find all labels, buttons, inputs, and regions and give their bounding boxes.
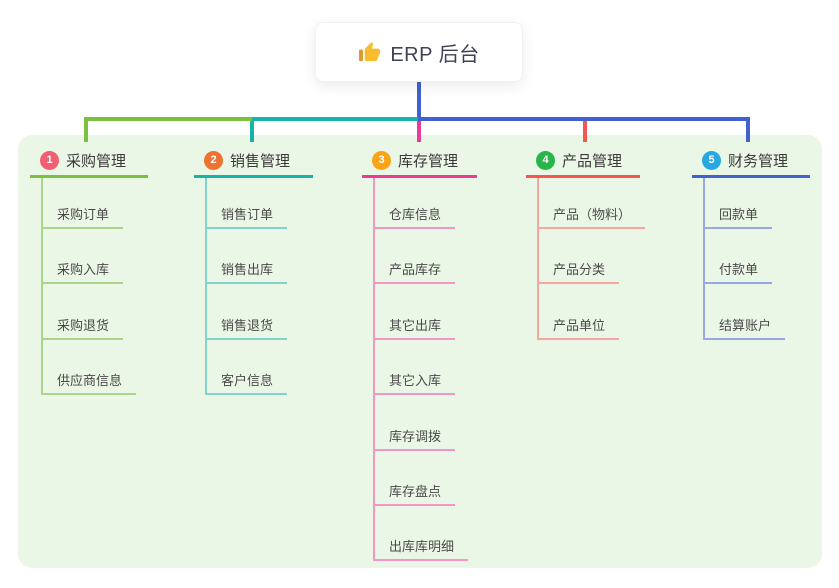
node-item[interactable]: 其它出库 [373,318,456,340]
connector-drop-finance [746,117,750,142]
node-item[interactable]: 付款单 [703,262,773,284]
root-node-label: ERP 后台 [390,43,480,66]
branch-purchase: 1 采购管理 采购订单 采购入库 采购退货 供应商信息 [30,146,148,395]
node-item[interactable]: 销售出库 [205,262,288,284]
branch-label: 销售管理 [230,153,291,170]
connector-bus-green [84,117,252,121]
node-item[interactable]: 其它入库 [373,373,456,395]
node-item[interactable]: 销售退货 [205,318,288,340]
root-node[interactable]: ERP 后台 [315,22,523,82]
branch-connector-line [537,178,539,340]
node-item[interactable]: 采购入库 [41,262,124,284]
connector-drop-inventory [417,121,421,142]
branch-connector-line [703,178,705,340]
branch-badge: 5 [702,151,721,170]
connector-drop-purchase [84,117,88,142]
branch-inventory: 3 库存管理 仓库信息 产品库存 其它出库 其它入库 库存调拨 库存盘点 出库库… [362,146,477,561]
node-item[interactable]: 供应商信息 [41,373,137,395]
connector-bus-teal [252,117,418,121]
branch-connector-line [373,178,375,561]
node-item[interactable]: 结算账户 [703,318,786,340]
node-item[interactable]: 库存盘点 [373,484,456,506]
connector-trunk [417,82,421,117]
connector-bus-blue [418,117,750,121]
node-item[interactable]: 出库库明细 [373,539,469,561]
node-item[interactable]: 产品单位 [537,318,620,340]
branch-finance: 5 财务管理 回款单 付款单 结算账户 [692,146,810,340]
branch-label: 财务管理 [728,153,789,170]
branch-label: 库存管理 [398,153,459,170]
connector-drop-sales [250,121,254,142]
branch-sales: 2 销售管理 销售订单 销售出库 销售退货 客户信息 [194,146,313,395]
branch-header-product[interactable]: 4 产品管理 [526,146,640,178]
branch-connector-line [205,178,207,395]
node-item[interactable]: 仓库信息 [373,207,456,229]
node-item[interactable]: 客户信息 [205,373,288,395]
branch-header-inventory[interactable]: 3 库存管理 [362,146,477,178]
branch-label: 采购管理 [66,153,127,170]
branch-header-sales[interactable]: 2 销售管理 [194,146,313,178]
branch-connector-line [41,178,43,395]
thumbs-up-icon [358,41,381,64]
node-item[interactable]: 销售订单 [205,207,288,229]
node-item[interactable]: 产品库存 [373,262,456,284]
node-item[interactable]: 采购退货 [41,318,124,340]
branch-header-purchase[interactable]: 1 采购管理 [30,146,148,178]
branch-header-finance[interactable]: 5 财务管理 [692,146,810,178]
branches-panel [18,135,822,568]
branch-badge: 2 [204,151,223,170]
node-item[interactable]: 库存调拨 [373,429,456,451]
node-item[interactable]: 产品分类 [537,262,620,284]
branch-badge: 1 [40,151,59,170]
node-item[interactable]: 采购订单 [41,207,124,229]
branch-badge: 3 [372,151,391,170]
branch-label: 产品管理 [562,153,623,170]
connector-drop-product [583,121,587,142]
branch-product: 4 产品管理 产品（物料） 产品分类 产品单位 [526,146,646,340]
node-item[interactable]: 回款单 [703,207,773,229]
node-item[interactable]: 产品（物料） [537,207,646,229]
branch-badge: 4 [536,151,555,170]
